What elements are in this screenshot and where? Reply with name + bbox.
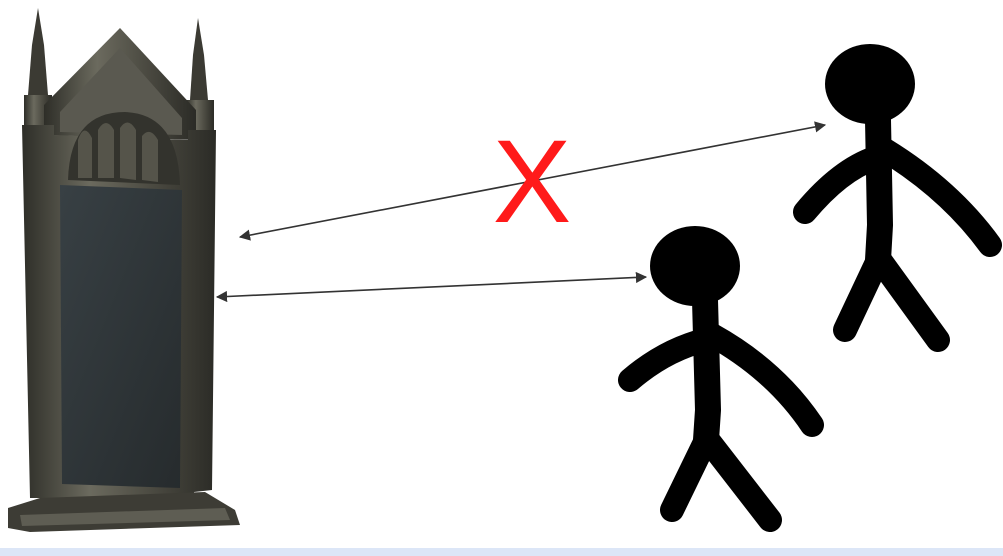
bottom-band [0, 548, 1003, 556]
far-stick-figure-icon [805, 44, 990, 340]
gothic-mirror-icon [8, 8, 240, 532]
near-stick-figure-icon [630, 226, 812, 520]
arrow-to-near-figure [217, 277, 646, 297]
cross-mark: X [482, 122, 582, 242]
